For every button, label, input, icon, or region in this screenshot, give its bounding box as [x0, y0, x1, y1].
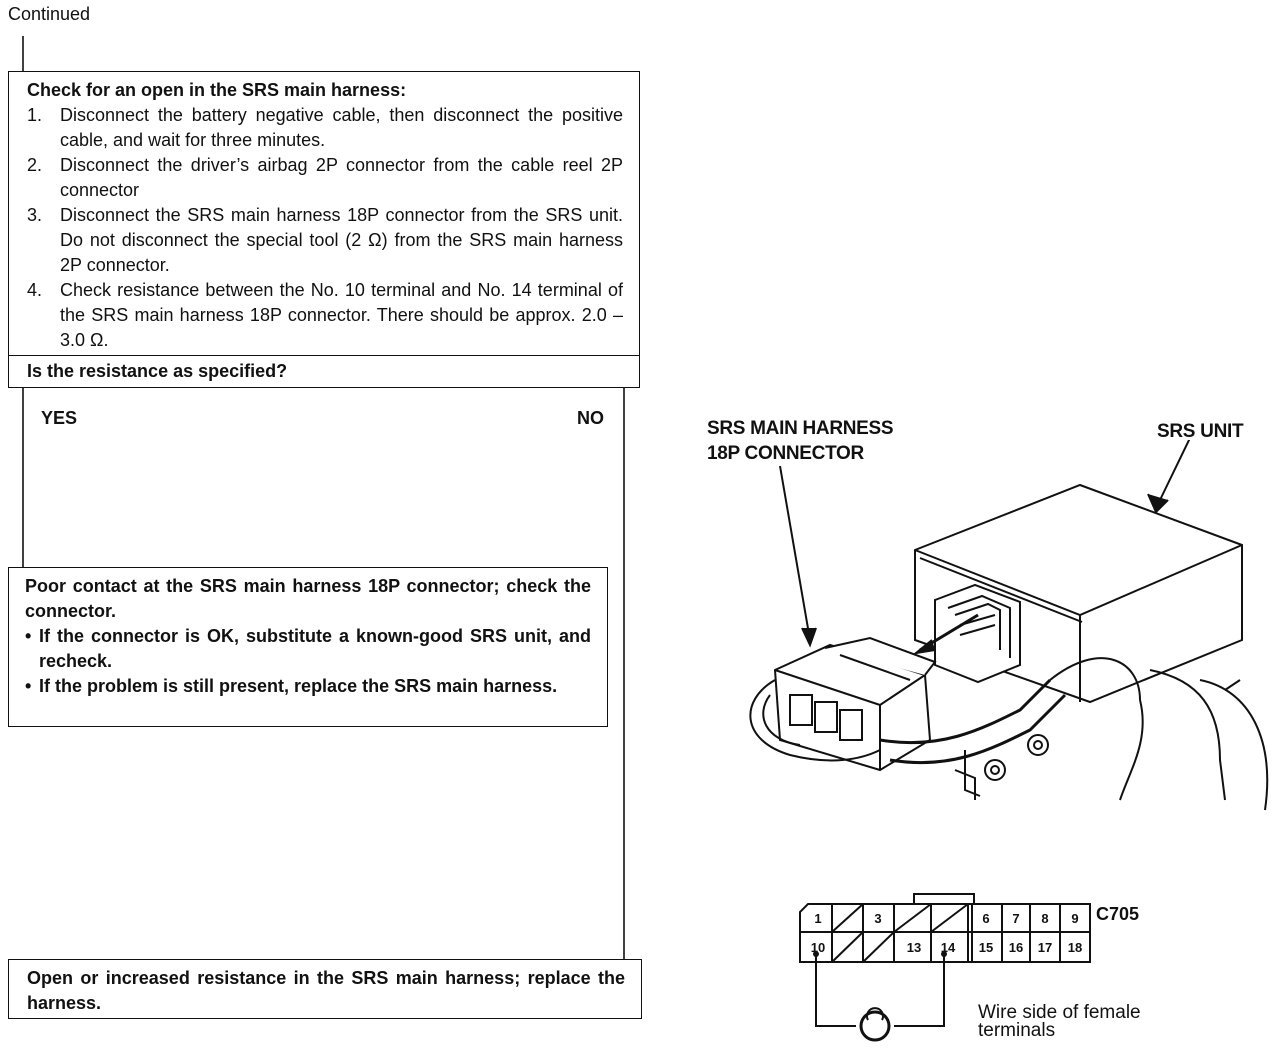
- no-result-text: Open or increased resistance in the SRS …: [27, 968, 625, 1013]
- check-step: 3. Disconnect the SRS main harness 18P co…: [27, 203, 623, 278]
- step-text: Check resistance between the No. 10 term…: [60, 280, 623, 350]
- question-box: Is the resistance as specified?: [8, 355, 640, 388]
- bullet-item: • If the connector is OK, substitute a kn…: [25, 624, 591, 674]
- check-step: 4. Check resistance between the No. 10 te…: [27, 278, 623, 353]
- srs-unit-label: SRS UNIT: [1157, 421, 1244, 442]
- harness-plug: [773, 636, 937, 772]
- step-number: 3.: [27, 205, 43, 225]
- pin-label: 18: [1068, 940, 1082, 955]
- connector-label-line2: 18P CONNECTOR: [707, 443, 864, 464]
- no-result-box: Open or increased resistance in the SRS …: [8, 959, 642, 1019]
- pin-label: 8: [1041, 911, 1048, 926]
- yes-result-box: Poor contact at the SRS main harness 18P…: [8, 567, 608, 727]
- check-step: 1. Disconnect the battery negative cable,…: [27, 103, 623, 153]
- step-number: 4.: [27, 280, 43, 300]
- step-text: Disconnect the SRS main harness 18P conn…: [60, 205, 623, 275]
- step-number: 2.: [27, 155, 43, 175]
- pin-label: 9: [1071, 911, 1078, 926]
- no-label: NO: [577, 408, 604, 428]
- pin-label: 6: [982, 911, 989, 926]
- connector-label: SRS MAIN HARNESS 18P CONNECTOR: [707, 416, 894, 466]
- pin-label: 15: [979, 940, 993, 955]
- check-step: 2. Disconnect the driver’s airbag 2P conn…: [27, 153, 623, 203]
- pin-label: 16: [1009, 940, 1023, 955]
- srs-unit-illustration: [749, 440, 1269, 811]
- step-text: Disconnect the battery negative cable, t…: [60, 105, 623, 150]
- caption-line2: terminals: [978, 1020, 1055, 1041]
- pin-label: 10: [811, 940, 825, 955]
- pin-label: 13: [907, 940, 921, 955]
- bullet-text: If the problem is still present, replace…: [39, 676, 558, 696]
- yes-result-bullets: • If the connector is OK, substitute a kn…: [25, 624, 591, 699]
- connector-label-line1: SRS MAIN HARNESS: [707, 418, 894, 439]
- yes-result-title: Poor contact at the SRS main harness 18P…: [25, 576, 591, 621]
- connector-pin-labels: 1 3 6 7 8 9 10 13 14 15 16 17 18: [811, 911, 1082, 955]
- check-title: Check for an open in the SRS main harnes…: [27, 80, 407, 100]
- pin-label: 3: [874, 911, 881, 926]
- continued-label: Continued: [8, 4, 91, 24]
- question-text: Is the resistance as specified?: [27, 361, 288, 381]
- wiring-harness: [749, 657, 1144, 801]
- bullet-text: If the connector is OK, substitute a kno…: [39, 626, 591, 671]
- check-steps: 1. Disconnect the battery negative cable,…: [27, 103, 623, 353]
- step-number: 1.: [27, 105, 43, 125]
- check-box: Check for an open in the SRS main harnes…: [8, 71, 640, 356]
- pin-label: 17: [1038, 940, 1052, 955]
- step-text: Disconnect the driver’s airbag 2P connec…: [60, 155, 623, 200]
- pin-label: 7: [1012, 911, 1019, 926]
- pin-label: 1: [814, 911, 821, 926]
- pin-label: 14: [941, 940, 956, 955]
- yes-label: YES: [41, 408, 78, 428]
- connector-id: C705: [1096, 904, 1139, 924]
- connector-diagram: 1 3 6 7 8 9 10 13 14 15 16 17 18 C705 Wi…: [799, 893, 1141, 1042]
- bullet-dot: •: [25, 676, 32, 696]
- bullet-dot: •: [25, 626, 32, 646]
- flowchart-lines: [22, 36, 625, 960]
- bullet-item: • If the problem is still present, replac…: [25, 674, 591, 699]
- caption-line1: Wire side of female: [978, 1002, 1141, 1023]
